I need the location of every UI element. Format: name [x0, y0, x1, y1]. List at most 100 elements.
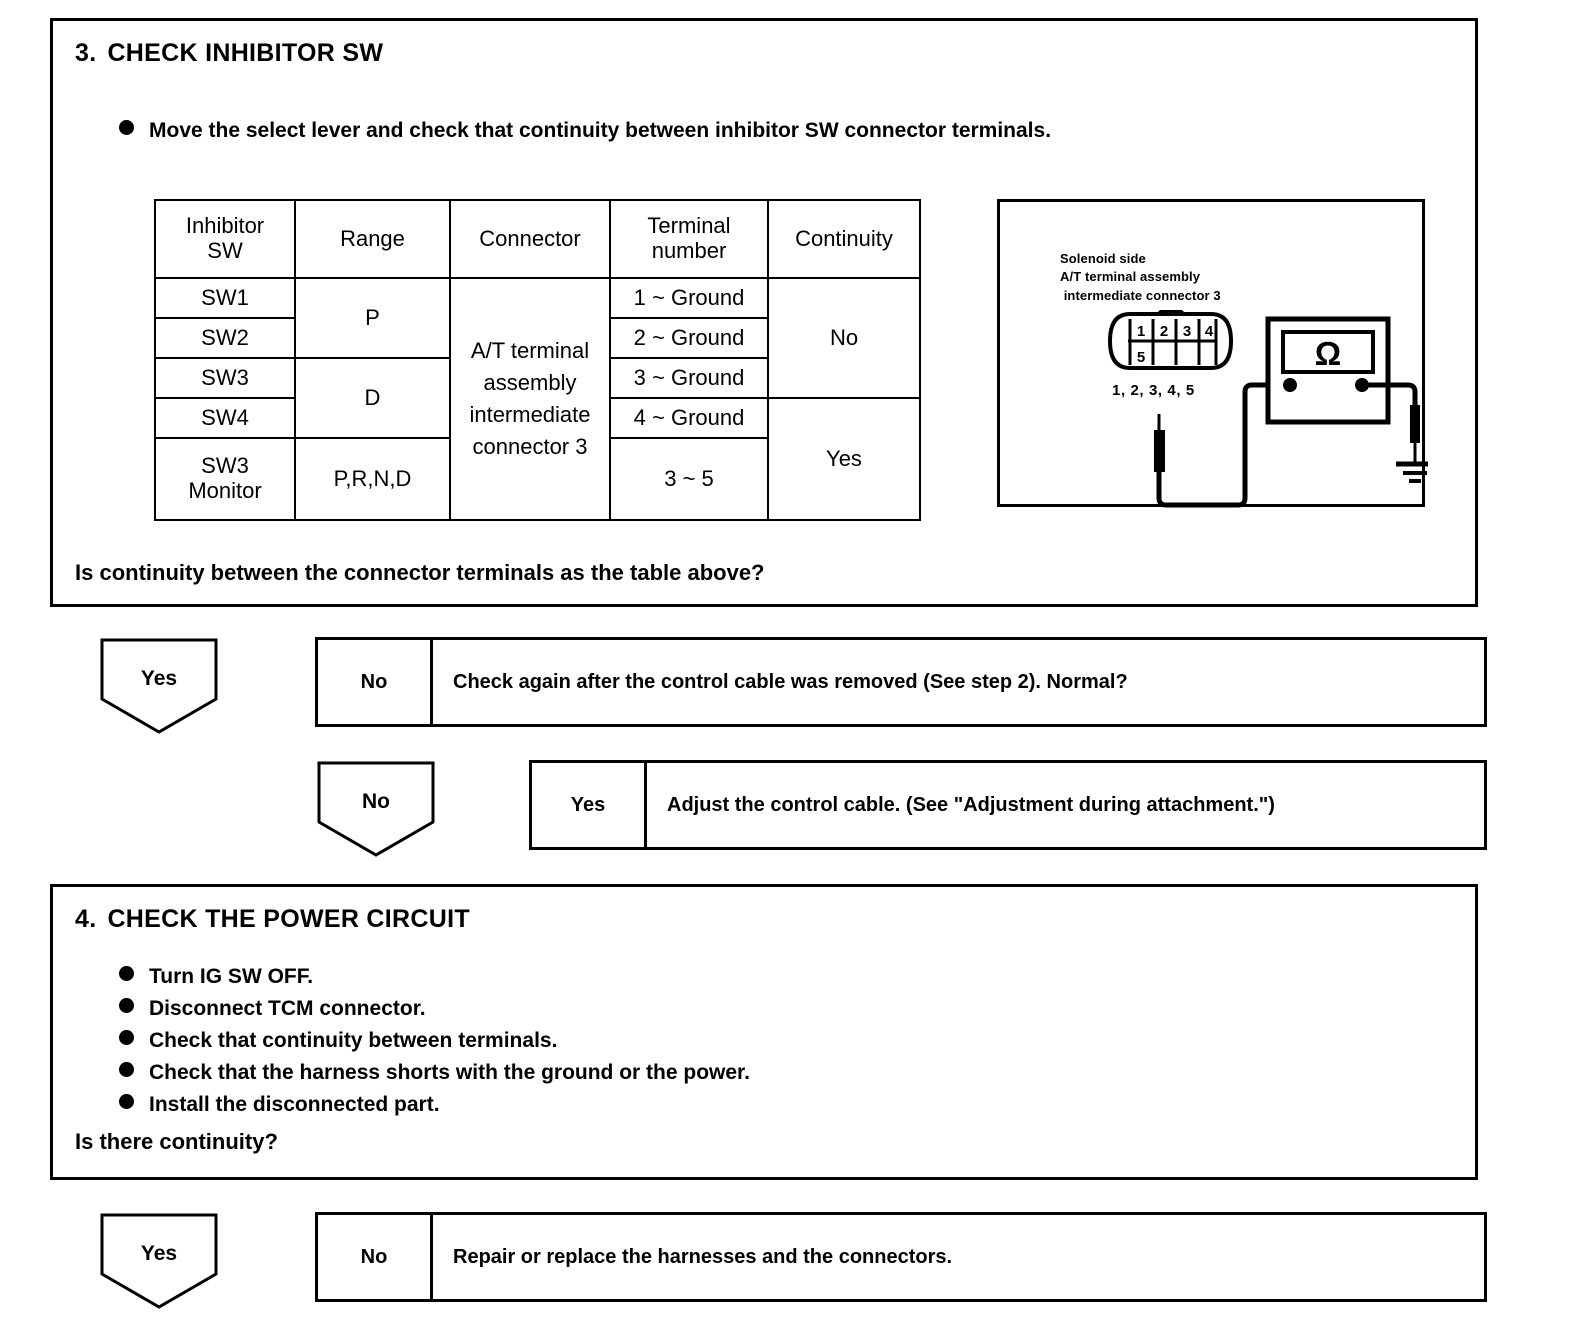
bullet-dot-icon: [119, 120, 134, 135]
monitor-line1: SW3: [201, 453, 249, 479]
branch-1-pentagon-yes: Yes: [99, 637, 219, 735]
pentagon-label: No: [362, 790, 390, 813]
measurement-diagram: Solenoid side A/T terminal assembly inte…: [997, 199, 1428, 508]
th-continuity: Continuity: [767, 199, 921, 279]
table-row: SW3 Monitor P,R,N,D 3 ~ 5: [154, 437, 920, 521]
section-3-question: Is continuity between the connector term…: [75, 560, 765, 585]
cell-sw1: SW1: [154, 277, 296, 319]
bullet-text: Check that the harness shorts with the g…: [149, 1061, 750, 1084]
pin-3-label: 3: [1183, 323, 1191, 340]
th-inhibitor-sw-line2: SW: [207, 238, 243, 263]
connector-line1: A/T terminal: [470, 338, 590, 364]
pin-4-label: 4: [1205, 323, 1214, 340]
connector-pin-diagram: 1 2 3 4 5: [1107, 298, 1234, 372]
table-row: SW3 D 3 ~ Ground: [154, 357, 920, 439]
bullet-dot-icon: [119, 1030, 134, 1045]
bullet-dot-icon: [119, 1094, 134, 1109]
bullet-text: Check that continuity between terminals.: [149, 1029, 558, 1052]
section-4-box: 4. CHECK THE POWER CIRCUIT Turn IG SW OFF…: [50, 884, 1478, 1180]
cell-terminal-2: 2 ~ Ground: [609, 317, 769, 359]
cell-continuity-no: No: [767, 277, 921, 399]
branch-1-answer: No: [318, 640, 433, 724]
th-terminal-line1: Terminal: [647, 213, 731, 239]
inhibitor-sw-table: Inhibitor SW Range Connector Terminal nu…: [154, 199, 921, 521]
section-3-instruction-row: Move the select lever and check that con…: [119, 119, 1051, 143]
list-item: Turn IG SW OFF.: [119, 965, 750, 989]
bullet-text: Install the disconnected part.: [149, 1093, 440, 1116]
table-header-row: Inhibitor SW Range Connector Terminal nu…: [154, 199, 921, 279]
branch-1-message: Check again after the control cable was …: [453, 670, 1128, 693]
branch-3-message: Repair or replace the harnesses and the …: [453, 1245, 953, 1268]
branch-3-pentagon-yes: Yes: [99, 1212, 219, 1310]
pentagon-shape: [100, 638, 218, 734]
section-3-instruction-text: Move the select lever and check that con…: [149, 119, 1052, 142]
cell-sw3-monitor: SW3 Monitor: [154, 437, 296, 521]
table-row: SW1 P A/T terminal assembly intermediate…: [154, 277, 921, 521]
bullet-dot-icon: [119, 1062, 134, 1077]
circuit-svg: Ω: [1154, 316, 1428, 508]
th-range: Range: [294, 199, 451, 279]
pin-1-label: 1: [1137, 323, 1145, 340]
cell-sw2: SW2: [154, 317, 296, 359]
branch-3-box: No Repair or replace the harnesses and t…: [315, 1212, 1487, 1302]
cell-terminal-4: 4 ~ Ground: [609, 397, 769, 439]
cell-range-monitor: P,R,N,D: [294, 437, 451, 521]
th-connector: Connector: [449, 199, 611, 279]
bullet-text: Turn IG SW OFF.: [149, 965, 314, 988]
branch-2-pentagon-no: No: [316, 760, 436, 858]
branch-2-answer: Yes: [532, 763, 647, 847]
bullet-text: Disconnect TCM connector.: [149, 997, 426, 1020]
section-4-number: 4.: [75, 905, 97, 933]
table-row: SW2 2 ~ Ground: [154, 317, 920, 359]
cell-sw4: SW4: [154, 397, 296, 439]
diagram-label-line3: intermediate connector 3: [1060, 287, 1221, 303]
branch-2-message: Adjust the control cable. (See "Adjustme…: [667, 793, 1275, 816]
bullet-dot-icon: [119, 998, 134, 1013]
connector-line2: assembly: [483, 370, 577, 396]
monitor-line2: Monitor: [188, 478, 262, 503]
cell-continuity-yes: Yes: [767, 397, 921, 521]
diagram-label-line1: Solenoid side: [1060, 251, 1146, 266]
cell-sw3: SW3: [154, 357, 296, 399]
list-item: Disconnect TCM connector.: [119, 997, 750, 1021]
pin-list-label: 1, 2, 3, 4, 5: [1112, 382, 1195, 399]
th-terminal-number: Terminal number: [609, 199, 769, 279]
ohm-symbol: Ω: [1315, 335, 1341, 372]
cell-range-p: P: [294, 277, 451, 359]
branch-1-box: No Check again after the control cable w…: [315, 637, 1487, 727]
section-4-bullet-list: Turn IG SW OFF. Disconnect TCM connector…: [119, 965, 750, 1117]
list-item: Check that the harness shorts with the g…: [119, 1061, 750, 1085]
pin-2-label: 2: [1160, 323, 1168, 340]
pin-5-label: 5: [1137, 349, 1145, 366]
branch-2-box: Yes Adjust the control cable. (See "Adju…: [529, 760, 1487, 850]
diagram-label-line2: A/T terminal assembly: [1060, 269, 1201, 285]
pentagon-shape: [317, 761, 435, 857]
cell-terminal-1: 1 ~ Ground: [609, 277, 769, 319]
pentagon-label: Yes: [140, 1242, 178, 1265]
branch-3-answer: No: [318, 1215, 433, 1299]
diagram-label: Solenoid side A/T terminal assembly inte…: [1060, 250, 1221, 305]
section-3-title: 3. CHECK INHIBITOR SW: [75, 39, 383, 68]
cell-connector: A/T terminal assembly intermediate conne…: [449, 277, 611, 521]
pentagon-shape: [100, 1213, 218, 1309]
pentagon-label: Yes: [140, 667, 178, 690]
section-4-title: 4. CHECK THE POWER CIRCUIT: [75, 905, 470, 934]
connector-line4: connector 3: [472, 433, 588, 459]
cell-terminal-monitor: 3 ~ 5: [609, 437, 769, 521]
th-inhibitor-sw: Inhibitor SW: [154, 199, 296, 279]
connector-line3: intermediate: [469, 402, 591, 427]
section-4-question: Is there continuity?: [75, 1129, 278, 1154]
list-item: Install the disconnected part.: [119, 1093, 750, 1117]
section-3-number: 3.: [75, 39, 97, 67]
cell-terminal-3: 3 ~ Ground: [609, 357, 769, 399]
section-3-title-text: CHECK INHIBITOR SW: [107, 39, 384, 67]
th-terminal-line2: number: [651, 238, 727, 263]
section-3-box: 3. CHECK INHIBITOR SW Move the select lev…: [50, 18, 1478, 607]
connector-svg: 1 2 3 4 5: [1107, 298, 1234, 370]
cell-range-d: D: [294, 357, 451, 439]
section-4-title-text: CHECK THE POWER CIRCUIT: [107, 905, 470, 933]
table-row: SW4 4 ~ Ground Yes: [154, 397, 921, 521]
list-item: Check that continuity between terminals.: [119, 1029, 750, 1053]
bullet-dot-icon: [119, 966, 134, 981]
th-inhibitor-sw-line1: Inhibitor: [185, 213, 265, 239]
